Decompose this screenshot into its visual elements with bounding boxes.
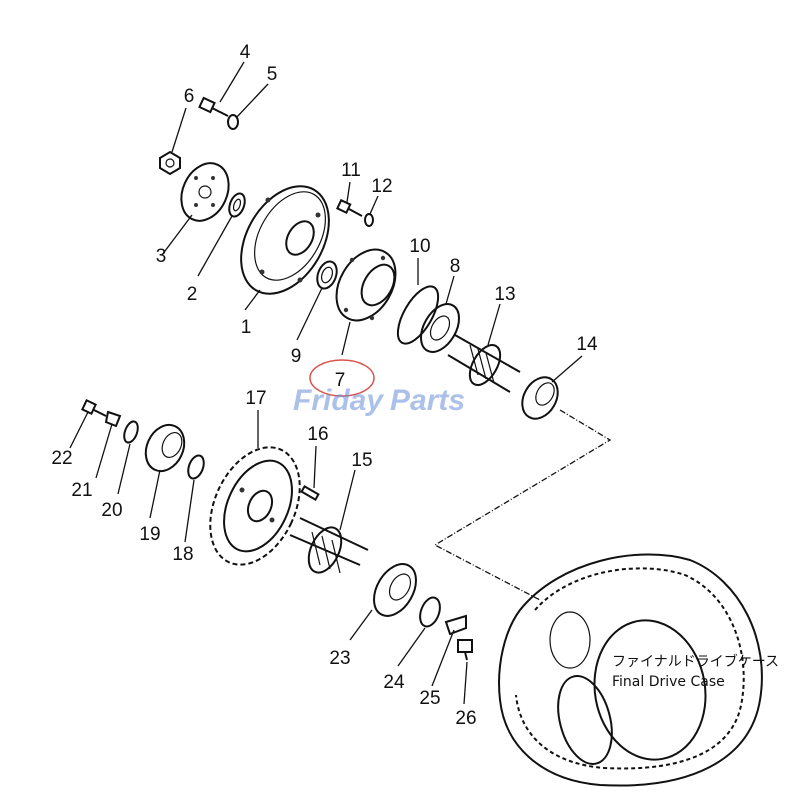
label-part-22: 22 [51, 448, 72, 469]
part-13-pinion-shaft [447, 334, 521, 393]
part-7-cage [335, 248, 397, 322]
part-10-o-ring [396, 285, 440, 345]
case-label-english: Final Drive Case [612, 674, 725, 690]
label-part-17: 17 [245, 388, 266, 409]
part-labels: 3 2 1 4 5 6 7 8 9 10 11 12 13 14 15 16 1… [51, 42, 598, 729]
label-part-20: 20 [101, 500, 122, 521]
part-1-cover [240, 185, 330, 295]
label-part-8: 8 [450, 256, 461, 277]
label-part-15: 15 [351, 450, 372, 471]
label-part-4: 4 [240, 42, 251, 63]
final-drive-case [498, 553, 763, 787]
part-2-seal [228, 192, 246, 218]
part-20-washer [123, 420, 139, 444]
label-part-16: 16 [307, 424, 328, 445]
label-part-1: 1 [241, 317, 252, 338]
part-6-nut [159, 150, 181, 176]
part-18-spacer [187, 454, 205, 480]
label-part-24: 24 [383, 672, 405, 693]
part-21-lock-plate [104, 410, 122, 428]
label-part-14: 14 [576, 334, 598, 355]
leader-lines [69, 61, 583, 705]
label-part-18: 18 [172, 544, 193, 565]
part-24-cover-plate [419, 596, 441, 628]
part-23-bearing [373, 563, 417, 617]
label-part-5: 5 [267, 64, 278, 85]
label-part-19: 19 [139, 524, 160, 545]
part-12-washer [364, 213, 374, 227]
part-5-washer [227, 114, 239, 130]
label-part-3: 3 [156, 246, 167, 267]
part-25-lock [444, 614, 467, 636]
label-part-9: 9 [291, 346, 302, 367]
label-part-13: 13 [494, 284, 515, 305]
label-part-21: 21 [71, 480, 92, 501]
part-15-shaft [289, 517, 369, 574]
case-label: ファイナルドライブケース Final Drive Case [612, 653, 779, 690]
label-part-12: 12 [371, 176, 392, 197]
part-3-plate [180, 162, 230, 222]
watermark: Friday Parts [293, 384, 465, 417]
part-9-seal [316, 260, 338, 290]
part-22-bolt [81, 399, 107, 417]
connection-line [433, 409, 612, 601]
label-part-7: 7 [335, 370, 346, 391]
label-part-26: 26 [455, 708, 476, 729]
part-14-bearing [521, 376, 559, 420]
label-part-25: 25 [419, 688, 440, 709]
label-part-2: 2 [187, 284, 198, 305]
watermark-text-right: Parts [390, 384, 465, 417]
part-17-gear [209, 446, 301, 566]
label-part-11: 11 [341, 160, 361, 181]
label-part-6: 6 [184, 86, 195, 107]
part-26-bolt [457, 639, 473, 661]
part-8-bearing [420, 303, 460, 353]
part-19-bearing [144, 423, 186, 473]
label-part-23: 23 [329, 648, 350, 669]
case-label-japanese: ファイナルドライブケース [612, 653, 779, 670]
label-part-10: 10 [409, 236, 430, 257]
part-11-bolt [336, 198, 363, 217]
watermark-text-left: Friday [293, 384, 384, 417]
part-16-pin [300, 485, 320, 501]
part-4-bolt [198, 96, 229, 117]
highlight-circle [309, 359, 375, 397]
